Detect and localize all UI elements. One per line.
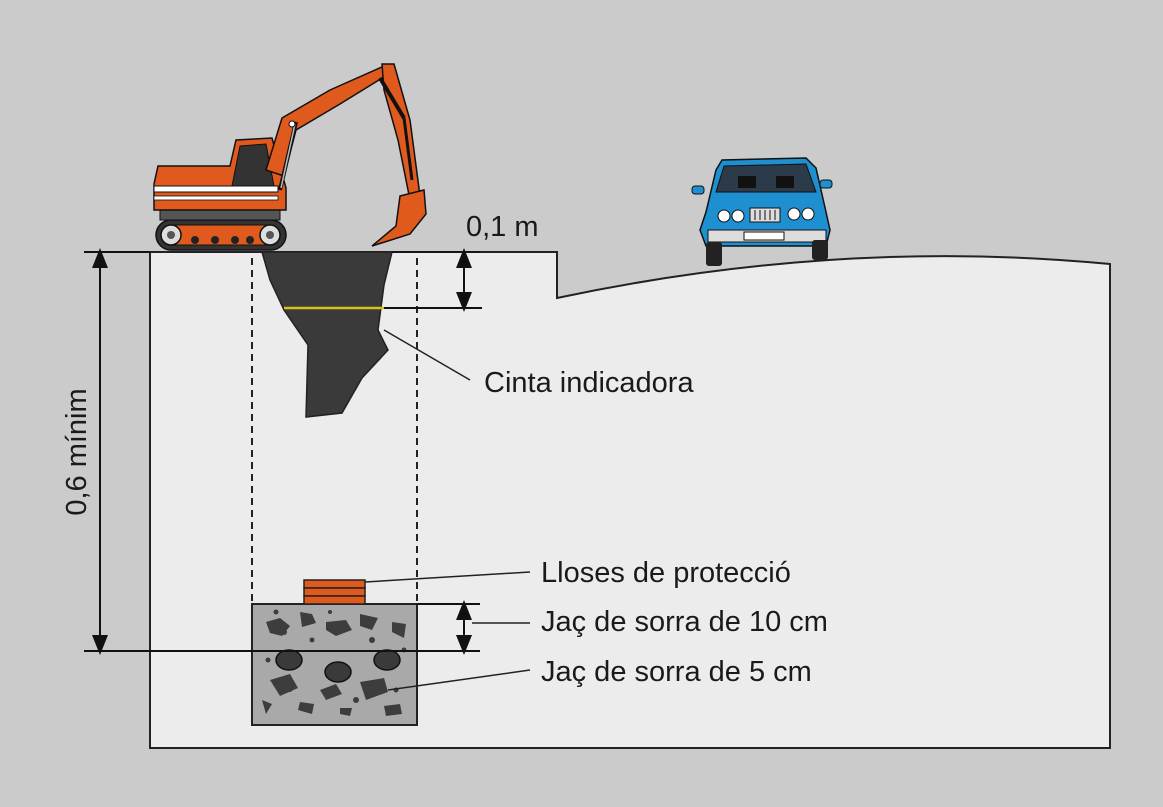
protection-slabs-label: Lloses de protecció [541, 557, 791, 589]
cable-icon [324, 661, 352, 683]
cover-depth-label: 0,1 m [466, 211, 539, 243]
protection-slabs [303, 579, 366, 605]
min-depth-label: 0,6 mínim [61, 388, 93, 515]
tape-leader-line [383, 329, 471, 381]
sand-bed [251, 603, 418, 726]
warning-tape-label: Cinta indicadora [484, 367, 694, 399]
cable-icon [275, 649, 303, 671]
excavator-icon [153, 63, 427, 251]
sand-bed-10-label: Jaç de sorra de 10 cm [541, 606, 828, 638]
sand-bed-5-label: Jaç de sorra de 5 cm [541, 656, 812, 688]
excavation-fill [261, 251, 393, 418]
car-icon [691, 157, 833, 266]
slabs-leader-line [364, 571, 531, 583]
sand5-leader-line [387, 669, 531, 691]
cable-icon [373, 649, 401, 671]
